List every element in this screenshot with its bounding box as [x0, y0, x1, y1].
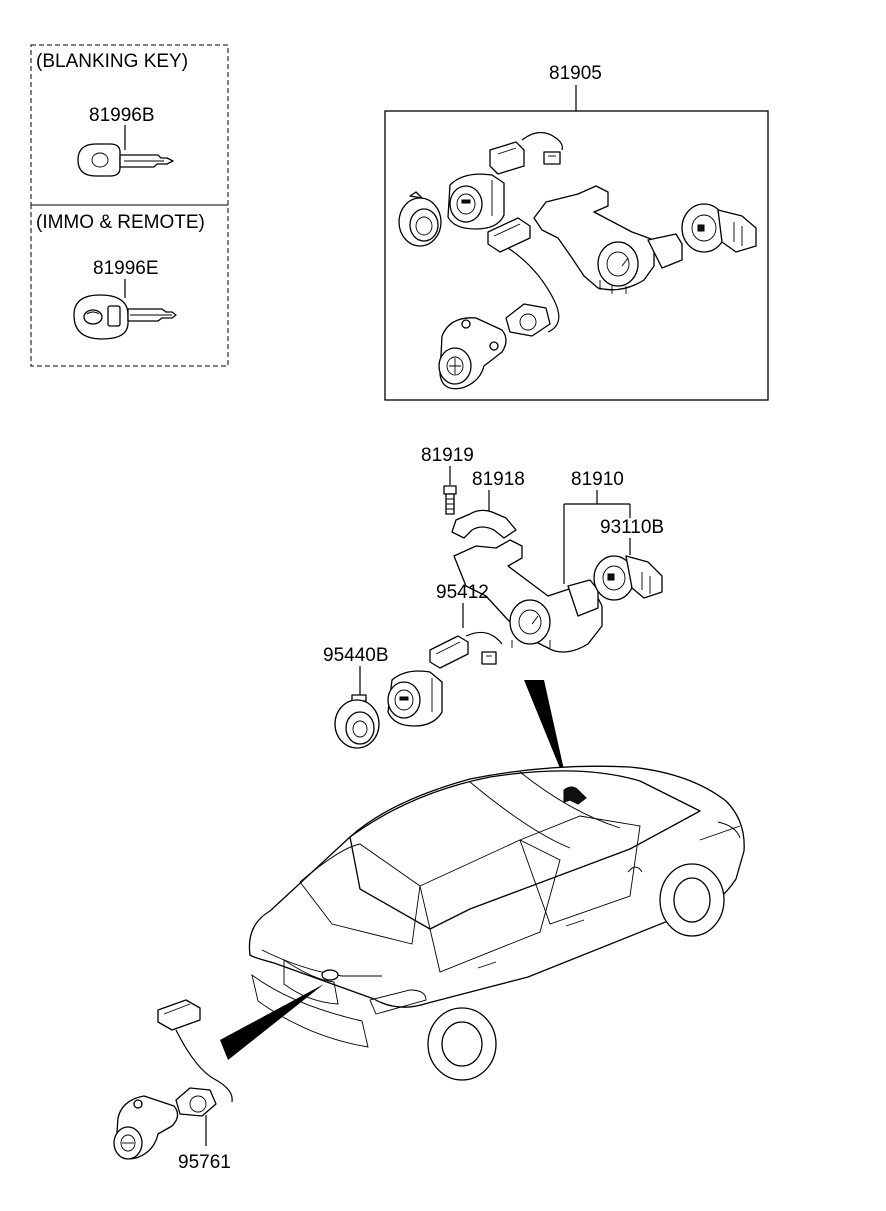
label-81919: 81919	[421, 445, 474, 466]
lock-body-icon	[453, 539, 603, 653]
trunk-connector-icon	[157, 999, 233, 1103]
label-95761: 95761	[178, 1152, 231, 1173]
label-95440B: 95440B	[323, 645, 389, 666]
blanking-key-icon	[77, 143, 174, 177]
car-illustration	[248, 765, 745, 1081]
label-81910: 81910	[571, 469, 624, 490]
trunk-cylinder-icon	[113, 1095, 179, 1160]
label-81918: 81918	[472, 469, 525, 490]
ring-95440B-icon	[334, 694, 380, 749]
cylinder-exploded-icon	[387, 670, 443, 727]
remote-key-icon	[73, 294, 177, 340]
door-cylinder-icon	[438, 317, 507, 390]
label-81905: 81905	[549, 63, 602, 84]
blanking-key-box	[30, 44, 229, 206]
immo-remote-title: (IMMO & REMOTE)	[36, 212, 205, 233]
switch-93110B-icon	[593, 555, 663, 601]
label-81996B: 81996B	[89, 105, 155, 126]
assembly-81905: 81905	[384, 63, 769, 401]
cable-95412-icon	[429, 631, 503, 669]
trunk-lever-icon	[175, 1087, 217, 1117]
pointer-trunk	[220, 984, 324, 1060]
blanking-key-title: (BLANKING KEY)	[36, 51, 188, 72]
assembly-box	[384, 110, 769, 401]
label-81996E: 81996E	[93, 258, 159, 279]
ignition-switch-icon	[681, 203, 757, 253]
exploded-group: 81919 81918 81910 93110B	[323, 445, 664, 749]
trunk-lock-group: 95761	[113, 999, 233, 1173]
top-cable-icon	[489, 131, 563, 175]
ignition-location-mark	[563, 786, 587, 805]
label-95412: 95412	[436, 582, 489, 603]
label-93110B: 93110B	[600, 517, 664, 538]
bolt-icon	[443, 485, 457, 515]
steering-lock-body-icon	[533, 185, 683, 294]
mid-cable-icon	[487, 217, 560, 337]
immo-remote-box	[30, 204, 229, 367]
pointer-ignition	[524, 680, 568, 788]
bracket-clamp-icon	[451, 509, 517, 539]
lock-ring-icon	[398, 191, 442, 247]
key-panel: (BLANKING KEY) (IMMO & REMOTE) 81996B 81…	[30, 44, 229, 367]
ignition-cylinder-icon	[447, 173, 505, 230]
